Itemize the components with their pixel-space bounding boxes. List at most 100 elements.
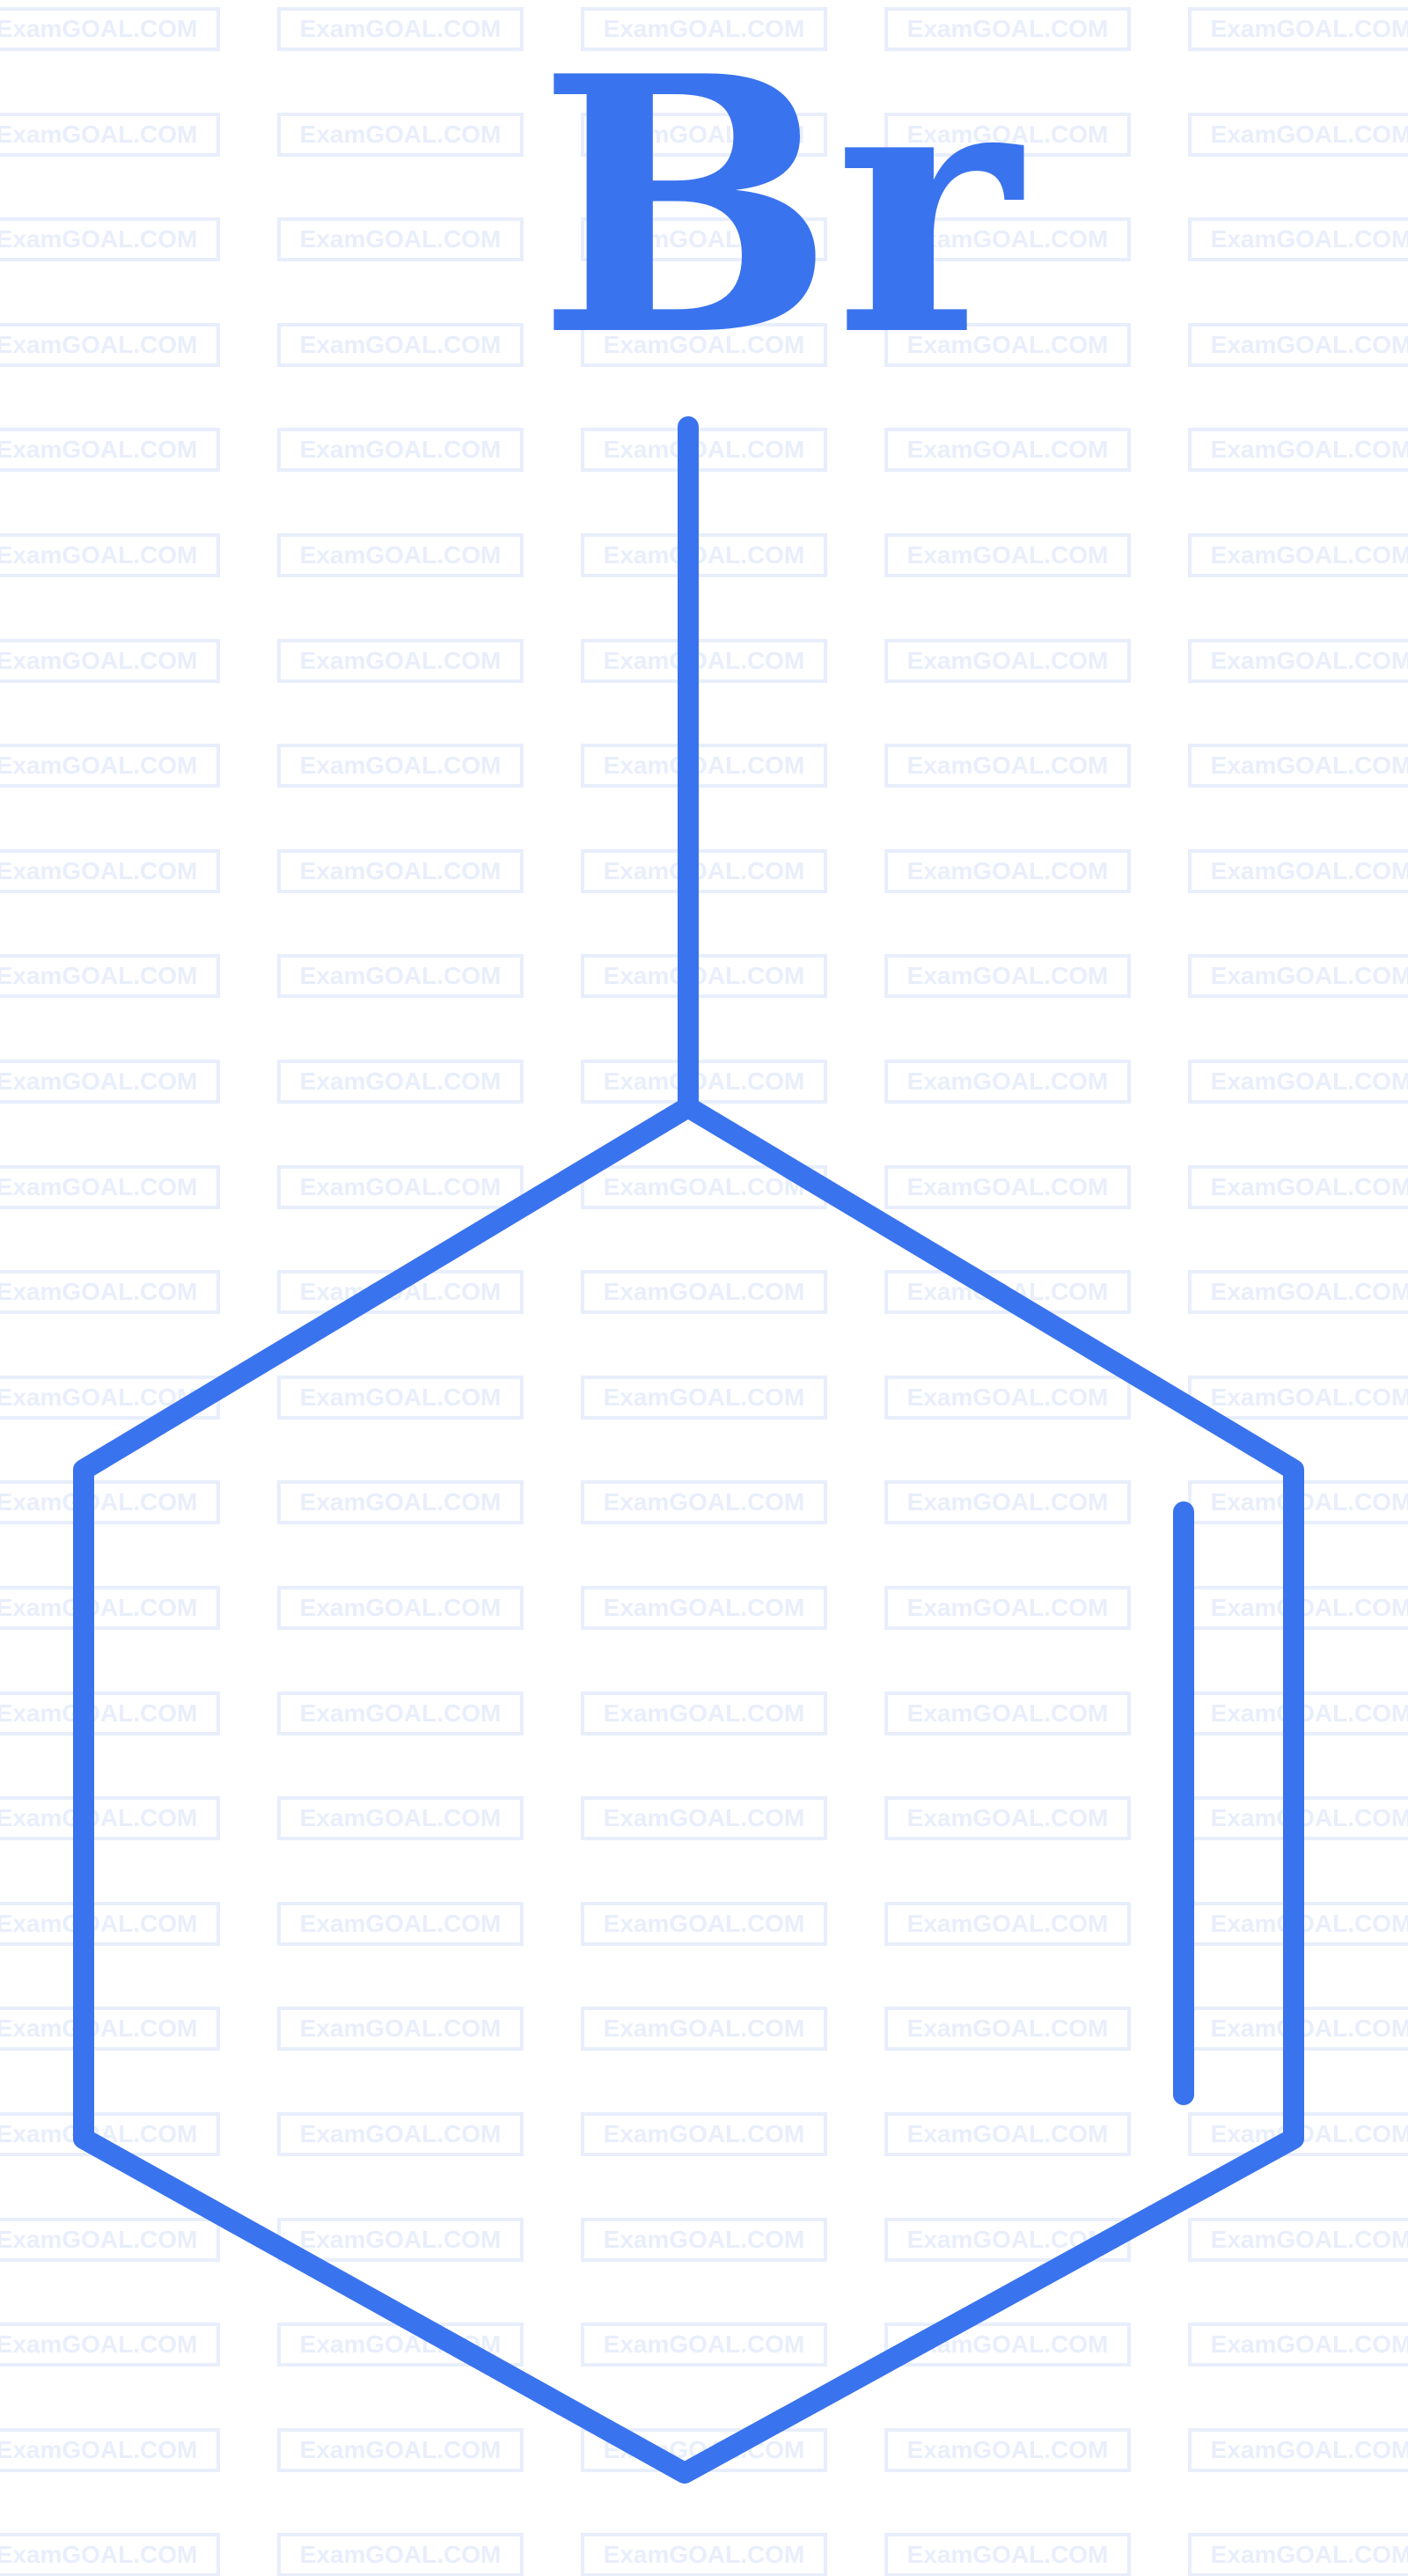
watermark-tile: ExamGOAL.COM xyxy=(277,2218,524,2262)
watermark-tile: ExamGOAL.COM xyxy=(0,1586,220,1630)
watermark-tile: ExamGOAL.COM xyxy=(1188,954,1408,998)
watermark-tile: ExamGOAL.COM xyxy=(581,954,827,998)
watermark-tile: ExamGOAL.COM xyxy=(581,1796,827,1840)
watermark-tile: ExamGOAL.COM xyxy=(277,1796,524,1840)
watermark-tile: ExamGOAL.COM xyxy=(277,1060,524,1104)
watermark-tile: ExamGOAL.COM xyxy=(884,1796,1131,1840)
watermark-tile: ExamGOAL.COM xyxy=(0,744,220,788)
watermark-tile: ExamGOAL.COM xyxy=(1188,639,1408,683)
watermark-tile: ExamGOAL.COM xyxy=(1188,2533,1408,2576)
watermark-tile: ExamGOAL.COM xyxy=(0,1480,220,1524)
cyclohexene-ring xyxy=(73,1097,1304,2484)
watermark-tile: ExamGOAL.COM xyxy=(277,744,524,788)
watermark-tile: ExamGOAL.COM xyxy=(581,1902,827,1946)
watermark-tile: ExamGOAL.COM xyxy=(277,113,524,157)
watermark-tile: ExamGOAL.COM xyxy=(277,428,524,472)
watermark-tile: ExamGOAL.COM xyxy=(0,1692,220,1736)
watermark-tile: ExamGOAL.COM xyxy=(0,1270,220,1314)
watermark-tile: ExamGOAL.COM xyxy=(1188,744,1408,788)
watermark-tile: ExamGOAL.COM xyxy=(1188,428,1408,472)
watermark-tile: ExamGOAL.COM xyxy=(581,744,827,788)
watermark-tile: ExamGOAL.COM xyxy=(277,1692,524,1736)
watermark-tile: ExamGOAL.COM xyxy=(884,1902,1131,1946)
watermark-tile: ExamGOAL.COM xyxy=(277,323,524,367)
watermark-tile: ExamGOAL.COM xyxy=(277,639,524,683)
watermark-tile: ExamGOAL.COM xyxy=(884,639,1131,683)
watermark-tile: ExamGOAL.COM xyxy=(277,1480,524,1524)
watermark-tile: ExamGOAL.COM xyxy=(884,1586,1131,1630)
watermark-tile: ExamGOAL.COM xyxy=(581,1692,827,1736)
watermark-tile: ExamGOAL.COM xyxy=(884,533,1131,577)
watermark-tile: ExamGOAL.COM xyxy=(277,2112,524,2156)
watermark-tile: ExamGOAL.COM xyxy=(0,323,220,367)
watermark-tile: ExamGOAL.COM xyxy=(1188,7,1408,51)
watermark-tile: ExamGOAL.COM xyxy=(0,428,220,472)
watermark-tile: ExamGOAL.COM xyxy=(1188,113,1408,157)
watermark-tile: ExamGOAL.COM xyxy=(581,1270,827,1314)
watermark-tile: ExamGOAL.COM xyxy=(277,533,524,577)
watermark-tile: ExamGOAL.COM xyxy=(0,7,220,51)
watermark-tile: ExamGOAL.COM xyxy=(581,113,827,157)
watermark-tile: ExamGOAL.COM xyxy=(581,2323,827,2367)
watermark-tile: ExamGOAL.COM xyxy=(0,533,220,577)
watermark-tile: ExamGOAL.COM xyxy=(884,2007,1131,2051)
watermark-tile: ExamGOAL.COM xyxy=(0,1165,220,1209)
watermark-tile: ExamGOAL.COM xyxy=(581,533,827,577)
watermark-tile: ExamGOAL.COM xyxy=(0,1902,220,1946)
watermark-tile: ExamGOAL.COM xyxy=(277,849,524,893)
watermark-tile: ExamGOAL.COM xyxy=(581,1060,827,1104)
watermark-tile: ExamGOAL.COM xyxy=(0,1060,220,1104)
watermark-tile: ExamGOAL.COM xyxy=(581,2533,827,2576)
watermark-tile: ExamGOAL.COM xyxy=(277,2533,524,2576)
watermark-tile: ExamGOAL.COM xyxy=(581,1586,827,1630)
watermark-tile: ExamGOAL.COM xyxy=(1188,1060,1408,1104)
watermark-tile: ExamGOAL.COM xyxy=(581,849,827,893)
watermark-tile: ExamGOAL.COM xyxy=(0,2007,220,2051)
watermark-tile: ExamGOAL.COM xyxy=(1188,1270,1408,1314)
watermark-tile: ExamGOAL.COM xyxy=(581,2007,827,2051)
watermark-tile: ExamGOAL.COM xyxy=(884,217,1131,261)
watermark-tile: ExamGOAL.COM xyxy=(0,2533,220,2576)
watermark-tile: ExamGOAL.COM xyxy=(277,1165,524,1209)
watermark-tile: ExamGOAL.COM xyxy=(581,428,827,472)
watermark-tile: ExamGOAL.COM xyxy=(1188,533,1408,577)
watermark-tile: ExamGOAL.COM xyxy=(277,2007,524,2051)
watermark-tile: ExamGOAL.COM xyxy=(1188,217,1408,261)
watermark-tile: ExamGOAL.COM xyxy=(277,954,524,998)
watermark-tile: ExamGOAL.COM xyxy=(0,113,220,157)
watermark-tile: ExamGOAL.COM xyxy=(884,1692,1131,1736)
watermark-tile: ExamGOAL.COM xyxy=(884,1480,1131,1524)
watermark-tile: ExamGOAL.COM xyxy=(1188,2218,1408,2262)
watermark-tile: ExamGOAL.COM xyxy=(277,7,524,51)
watermark-tile: ExamGOAL.COM xyxy=(277,1376,524,1420)
watermark-tile: ExamGOAL.COM xyxy=(581,2218,827,2262)
watermark-tile: ExamGOAL.COM xyxy=(581,2112,827,2156)
watermark-tile: ExamGOAL.COM xyxy=(1188,1165,1408,1209)
watermark-tile: ExamGOAL.COM xyxy=(0,639,220,683)
watermark-tile: ExamGOAL.COM xyxy=(277,217,524,261)
watermark-tile: ExamGOAL.COM xyxy=(581,1165,827,1209)
watermark-tile: ExamGOAL.COM xyxy=(0,1796,220,1840)
watermark-tile: ExamGOAL.COM xyxy=(884,849,1131,893)
watermark-tile: ExamGOAL.COM xyxy=(884,2533,1131,2576)
watermark-tile: ExamGOAL.COM xyxy=(0,217,220,261)
watermark-tile: ExamGOAL.COM xyxy=(884,2428,1131,2472)
watermark-tile: ExamGOAL.COM xyxy=(1188,2428,1408,2472)
watermark-tile: ExamGOAL.COM xyxy=(1188,1376,1408,1420)
watermark-tile: ExamGOAL.COM xyxy=(884,1376,1131,1420)
watermark-tile: ExamGOAL.COM xyxy=(581,1480,827,1524)
watermark-tile: ExamGOAL.COM xyxy=(581,217,827,261)
watermark-tile: ExamGOAL.COM xyxy=(884,1060,1131,1104)
watermark-tile: ExamGOAL.COM xyxy=(1188,849,1408,893)
watermark-tile: ExamGOAL.COM xyxy=(277,2428,524,2472)
watermark-tile: ExamGOAL.COM xyxy=(884,323,1131,367)
watermark-tile: ExamGOAL.COM xyxy=(277,1586,524,1630)
watermark-tile: ExamGOAL.COM xyxy=(884,7,1131,51)
watermark-tile: ExamGOAL.COM xyxy=(0,2218,220,2262)
watermark-tile: ExamGOAL.COM xyxy=(884,744,1131,788)
watermark-tile: ExamGOAL.COM xyxy=(0,954,220,998)
watermark-tile: ExamGOAL.COM xyxy=(884,2112,1131,2156)
watermark-tile: ExamGOAL.COM xyxy=(277,1902,524,1946)
